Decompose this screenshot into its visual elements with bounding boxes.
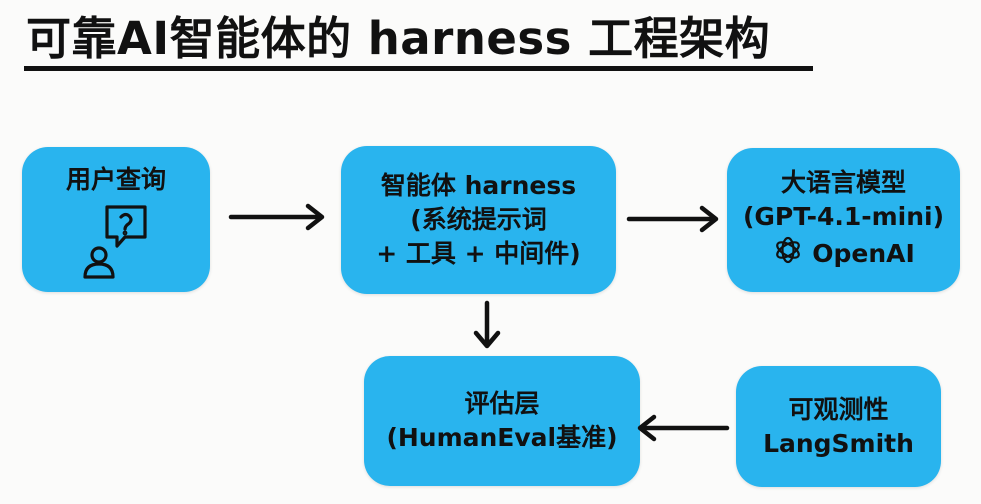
observability-label: 可观测性	[788, 394, 889, 424]
arrow-query-to-harness	[228, 203, 325, 231]
arrow-observability-to-eval	[637, 414, 730, 442]
observability-box: 可观测性 LangSmith	[736, 366, 941, 487]
user-query-label: 用户查询	[65, 165, 166, 194]
title-underline	[24, 66, 813, 71]
llm-label: 大语言模型	[780, 167, 906, 197]
llm-provider: OpenAI	[772, 234, 915, 275]
llm-model: (GPT-4.1-mini)	[742, 201, 945, 231]
agent-harness-box: 智能体 harness (系统提示词 + 工具 + 中间件)	[341, 146, 616, 294]
arrow-harness-to-llm	[626, 205, 719, 233]
openai-label: OpenAI	[812, 239, 915, 268]
user-query-box: 用户查询	[22, 147, 210, 292]
evaluation-layer-box: 评估层 (HumanEval基准)	[364, 356, 640, 486]
arrow-harness-to-eval	[473, 300, 501, 349]
eval-label: 评估层	[464, 389, 540, 418]
harness-detail-line1: (系统提示词	[410, 205, 547, 234]
eval-benchmark: (HumanEval基准)	[386, 423, 618, 452]
llm-box: 大语言模型 (GPT-4.1-mini) OpenAI	[727, 148, 960, 292]
harness-detail-line2: + 工具 + 中间件)	[376, 239, 581, 268]
user-question-icon	[81, 203, 151, 288]
openai-logo-icon	[772, 234, 804, 275]
harness-label: 智能体 harness	[380, 171, 577, 200]
observability-tool: LangSmith	[763, 428, 914, 458]
page-title: 可靠AI智能体的 harness 工程架构	[26, 12, 771, 65]
